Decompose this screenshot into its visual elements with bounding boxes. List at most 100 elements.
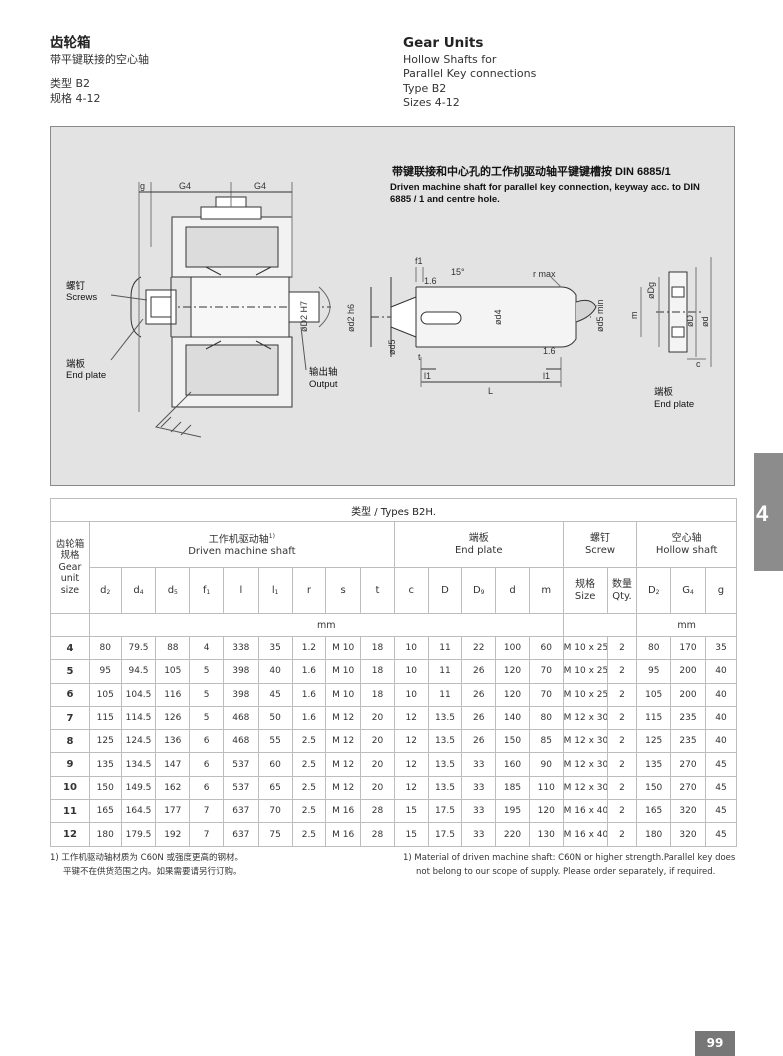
table-cell: 33 xyxy=(461,799,497,824)
table-cell: 26 xyxy=(461,682,497,707)
col-header-sym-0: d2 xyxy=(88,567,122,614)
endplate2-label-en: End plate xyxy=(654,399,694,410)
col-symbol-sub: 2 xyxy=(106,589,111,596)
table-cell: 13.5 xyxy=(427,752,463,777)
table-cell: 18 xyxy=(360,659,395,684)
table-cell: 95 xyxy=(88,659,122,684)
table-cell: 17.5 xyxy=(427,799,463,824)
table-cell: 170 xyxy=(670,635,706,661)
group-driven-shaft: 工作机驱动轴1) Driven machine shaft xyxy=(88,521,395,568)
table-cell: 40 xyxy=(704,705,738,731)
table-cell: 50 xyxy=(257,705,293,731)
group-end-plate: 端板 End plate xyxy=(393,521,564,568)
table-cell: 160 xyxy=(495,752,530,777)
table-cell: 15 xyxy=(393,822,429,847)
table-cell: 270 xyxy=(670,775,706,801)
unit-row: mm mm xyxy=(50,613,737,637)
table-cell: 15 xyxy=(393,799,429,824)
table-cell: 11 xyxy=(427,682,463,707)
row-size: 9 xyxy=(50,752,90,777)
table-cell: 33 xyxy=(461,822,497,847)
table-cell: M 16 x 40 xyxy=(562,799,608,824)
table-cell: 135 xyxy=(636,752,672,777)
table-cell: M 16 xyxy=(325,799,362,824)
table-cell: 2 xyxy=(606,682,638,707)
table-cell: 17.5 xyxy=(427,822,463,847)
col-header-sym-3: f1 xyxy=(189,567,224,614)
dim-Dg: øDg xyxy=(646,282,656,299)
table-cell: 33 xyxy=(461,775,497,801)
table-cell: 150 xyxy=(636,775,672,801)
table-cell: 220 xyxy=(495,822,530,847)
size-header-cn: 齿轮箱规格 xyxy=(55,538,85,562)
dimension-labels: g G4 G4 f1 15° 1.6 1.6 r max ød2 h6 ød4 … xyxy=(140,181,710,396)
col-symbol: f xyxy=(202,585,207,596)
table-cell: 200 xyxy=(670,659,706,684)
header-right: Gear Units Hollow Shafts for Parallel Ke… xyxy=(403,36,536,111)
table-cell: 7 xyxy=(189,799,224,824)
table-cell: 75 xyxy=(257,822,293,847)
chapter-number: 4 xyxy=(756,501,769,526)
chapter-tab: 4 xyxy=(754,453,783,571)
table-caption: 类型 / Types B2H. xyxy=(50,498,737,522)
dim-l1-right: l1 xyxy=(543,371,550,381)
table-cell: 10 xyxy=(393,635,429,661)
table-cell: 2.5 xyxy=(291,799,327,824)
row-size: 6 xyxy=(50,682,90,707)
header-left: 齿轮箱 带平键联接的空心轴 类型 B2 规格 4-12 xyxy=(50,36,149,106)
table-cell: 120 xyxy=(528,799,564,824)
shaft-detail xyxy=(370,267,597,387)
table-cell: 114.5 xyxy=(120,705,157,731)
table-cell: 70 xyxy=(528,682,564,707)
table-cell: 12 xyxy=(393,775,429,801)
col-symbol: D xyxy=(647,585,656,596)
table-cell: 115 xyxy=(88,705,122,731)
table-cell: 20 xyxy=(360,775,395,801)
col-header-hollow-0: D2 xyxy=(636,567,672,614)
dim-D: øD xyxy=(685,315,695,327)
table-cell: 4 xyxy=(189,635,224,661)
en-subtitle-1: Hollow Shafts for xyxy=(403,52,497,66)
col-header-sym-8: t xyxy=(360,567,395,614)
table-cell: 11 xyxy=(427,635,463,661)
table-cell: 2 xyxy=(606,659,638,684)
table-cell: 2.5 xyxy=(291,752,327,777)
table-cell: 338 xyxy=(222,635,259,661)
col-symbol: D xyxy=(441,585,449,596)
table-cell: 537 xyxy=(222,775,259,801)
table-cell: 60 xyxy=(257,752,293,777)
table-cell: M 12 xyxy=(325,705,362,731)
col-header-sym-1: d4 xyxy=(120,567,157,614)
table-cell: 105 xyxy=(88,682,122,707)
table-cell: M 12 xyxy=(325,775,362,801)
table-cell: 147 xyxy=(155,752,191,777)
table-cell: 13.5 xyxy=(427,775,463,801)
col-symbol-sub: 9 xyxy=(480,589,485,596)
table-cell: 5 xyxy=(189,659,224,684)
table-cell: 95 xyxy=(636,659,672,684)
endplate2-label-cn: 端板 xyxy=(654,386,674,398)
end-plate-detail xyxy=(640,257,712,367)
footnote-cn: 1) 工作机驱动轴材质为 C60N 或强度更高的钢材。 平键不在供货范围之内。如… xyxy=(50,851,243,879)
table-cell: 2 xyxy=(606,635,638,661)
dim-L: L xyxy=(488,386,493,396)
group-hollow-shaft-cn: 空心轴 xyxy=(671,532,702,544)
table-cell: 35 xyxy=(704,635,738,661)
row-size: 5 xyxy=(50,659,90,684)
dim-g4-left: G4 xyxy=(179,181,191,191)
col-symbol-sub: 4 xyxy=(139,589,144,596)
table-cell: 195 xyxy=(495,799,530,824)
dimension-table: 类型 / Types B2H. 齿轮箱规格 Gear unit size 工作机… xyxy=(50,498,738,847)
screws-label-cn: 螺钉 xyxy=(66,281,86,292)
group-screw: 螺钉 Screw xyxy=(562,521,638,568)
col-symbol: d xyxy=(509,585,516,596)
dim-d5: ød5 xyxy=(387,339,397,355)
col-header-sym-9: c xyxy=(393,567,429,614)
table-cell: 11 xyxy=(427,659,463,684)
table-cell: 10 xyxy=(393,659,429,684)
en-subtitle-2: Parallel Key connections xyxy=(403,67,537,80)
